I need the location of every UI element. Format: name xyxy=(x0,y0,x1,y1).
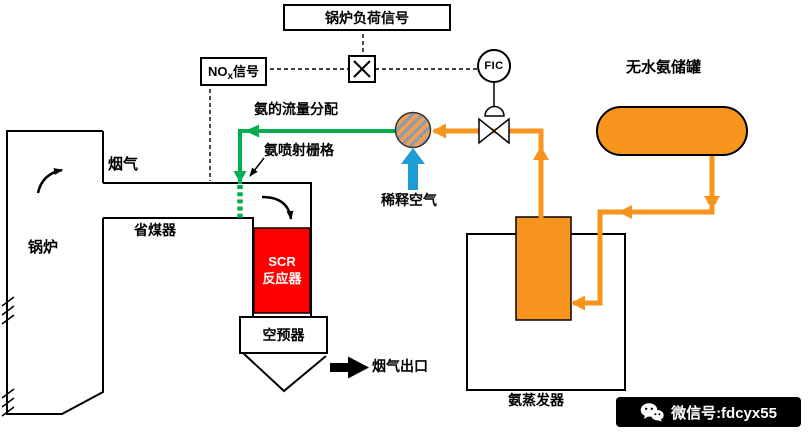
wechat-watermark: 微信号:fdcyx55 xyxy=(616,397,801,427)
green-arrow-left-icon xyxy=(245,124,259,138)
scr-reactor-label: SCR 反应器 xyxy=(262,253,302,286)
ammonia-pipe-arrowheads xyxy=(432,123,720,311)
air-preheater-label: 空预器 xyxy=(262,327,305,343)
wechat-id-text: 微信号:fdcyx55 xyxy=(671,404,777,422)
dilution-air-label: 稀释空气 xyxy=(381,192,437,208)
ammonia-tank-label: 无水氨储罐 xyxy=(626,59,702,76)
wechat-icon xyxy=(640,403,664,422)
pipe-arrow-into-mixer-icon xyxy=(432,123,446,139)
furnace-wall xyxy=(6,130,104,415)
dilution-air-arrow-icon xyxy=(401,148,425,190)
liquid-ammonia-pipe xyxy=(573,155,715,306)
green-arrow-down-icon xyxy=(233,171,247,183)
scr-inlet-turn-arrow xyxy=(261,195,294,220)
pipe-arrow-left-icon xyxy=(618,205,632,219)
ammonia-pipes xyxy=(434,128,715,306)
static-mixer-icon xyxy=(394,111,432,149)
duct-bottom-and-scr-left-wall xyxy=(103,217,254,317)
boiler-outline xyxy=(6,130,327,415)
wall-hatch-marks xyxy=(1,296,15,417)
multiplier-icon xyxy=(348,55,376,83)
nox-signal-box: NOx信号 xyxy=(200,57,267,86)
pipe-arrow-up-icon xyxy=(533,146,549,160)
ammonia-injection-line xyxy=(233,124,397,219)
pipe-arrow-into-evaporator-icon xyxy=(571,295,585,311)
ammonia-evaporator-label: 氨蒸发器 xyxy=(508,392,564,408)
flue-gas-up-arrow xyxy=(36,168,63,194)
evaporator-cartridge xyxy=(515,216,572,321)
boiler-label: 锅炉 xyxy=(28,239,59,256)
scr-reactor-box xyxy=(253,227,311,314)
pipe-arrow-down-icon xyxy=(704,196,720,210)
outlet-funnel xyxy=(242,352,327,393)
ammonia-flow-distribution-label: 氨的流量分配 xyxy=(254,101,338,117)
signal-dashed-lines xyxy=(209,27,478,181)
nox-signal-label: NOx信号 xyxy=(207,64,260,82)
aig-pointer-arrow xyxy=(249,157,265,177)
flue-gas-outlet-label: 烟气出口 xyxy=(372,358,428,374)
economizer-label: 省煤器 xyxy=(134,222,176,238)
gas-flow-arrows xyxy=(36,157,294,220)
ammonia-tank-vessel xyxy=(596,106,748,156)
duct-top-and-scr-right-wall xyxy=(103,182,312,317)
flue-outlet-arrow-icon xyxy=(330,356,369,379)
boiler-load-signal-label: 锅炉负荷信号 xyxy=(325,9,409,26)
ammonia-injection-grid-label: 氨喷射栅格 xyxy=(264,142,334,158)
flue-gas-label: 烟气 xyxy=(108,156,139,173)
ammonia-vapor-pipe xyxy=(434,128,544,218)
air-preheater-box xyxy=(239,316,328,354)
fic-controller-bubble xyxy=(477,49,511,83)
boiler-load-signal-box: 锅炉负荷信号 xyxy=(283,4,451,31)
fic-controller-label: FIC xyxy=(484,60,504,72)
control-valve-icon xyxy=(478,82,510,145)
